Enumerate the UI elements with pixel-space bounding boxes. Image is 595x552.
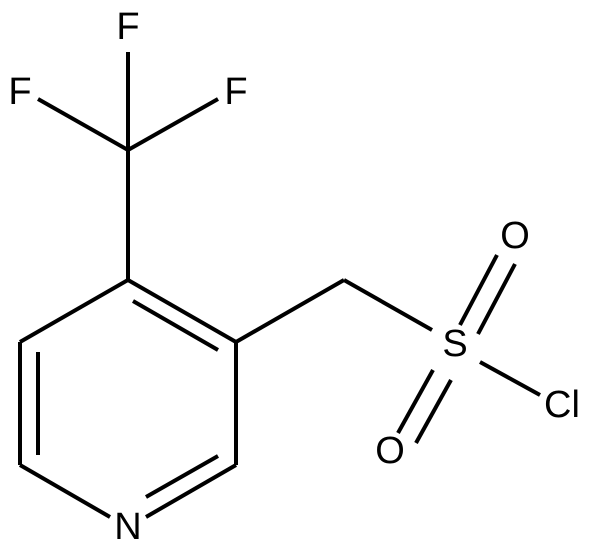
atom-f-right: F: [224, 71, 247, 113]
bond-c5-c4: [19, 278, 129, 344]
bond-s-o-lower-a: [396, 369, 435, 434]
bond-n-c6: [18, 463, 112, 519]
bond-s-o-upper-b: [476, 263, 517, 335]
bond-c4-c3: [127, 278, 237, 344]
atom-f-left: F: [8, 71, 31, 113]
bond-s-o-upper-a: [458, 254, 499, 326]
atom-n: N: [114, 506, 141, 548]
bond-s-cl: [479, 360, 541, 397]
bond-c-f-right: [127, 97, 219, 152]
atom-f-top: F: [116, 6, 139, 48]
bond-s-o-lower-b: [414, 379, 453, 444]
bond-c3-ch2: [235, 278, 345, 344]
atom-cl: Cl: [544, 384, 580, 426]
bond-c2-n: [144, 463, 238, 519]
bond-ch2-s: [343, 278, 433, 332]
atom-s: S: [442, 323, 467, 365]
atom-o-lower: O: [375, 430, 405, 472]
atom-o-upper: O: [500, 215, 530, 257]
bond-c4-c3-inner: [132, 299, 219, 352]
bond-c-f-left: [37, 97, 129, 152]
bond-c2-n-inner: [145, 454, 219, 499]
